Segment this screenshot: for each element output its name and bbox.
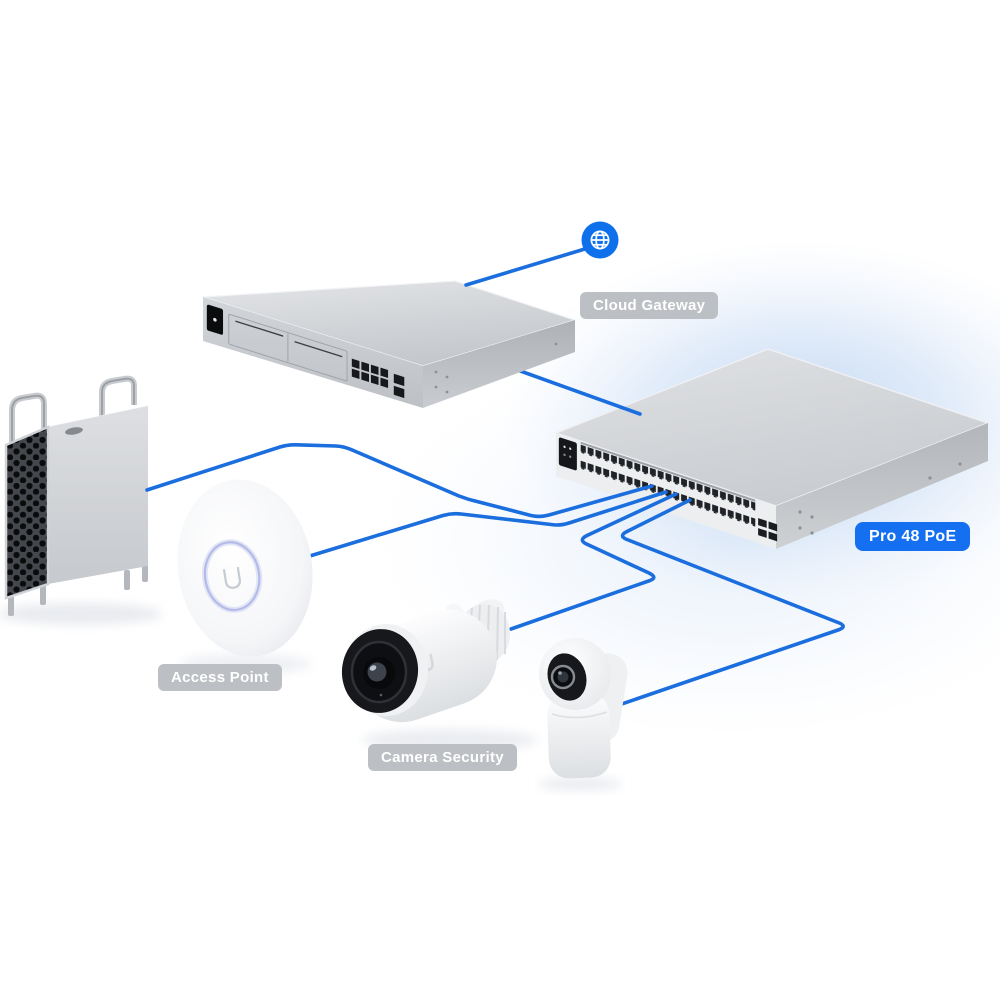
cable-switch-access-point [298, 490, 668, 561]
access-point-dome [177, 479, 313, 657]
bullet-camera-lens-glass [367, 662, 387, 682]
switch-sfp-port [758, 528, 767, 538]
cable-switch-bullet-camera [509, 492, 678, 631]
gateway-sfp-port [393, 385, 405, 399]
tower-foot [142, 562, 148, 582]
cloud-gateway-device [202, 280, 578, 408]
pan-camera-device [539, 638, 628, 779]
pan-camera-lens-highlight [558, 671, 562, 675]
workstation-tower [4, 375, 149, 616]
tower-foot [8, 596, 14, 616]
tower-top-vent [65, 427, 83, 435]
gateway-ports [351, 358, 405, 399]
pan-camera-seam [551, 711, 608, 719]
camera-security-label: Camera Security [368, 744, 517, 771]
ubiquiti-u-logo [222, 566, 241, 589]
cable-switch-pan-camera [608, 498, 845, 710]
tower-grille-face [4, 425, 50, 600]
access-point-label: Access Point [158, 664, 282, 691]
switch-screws [798, 462, 962, 535]
tower-handle-left-shade [11, 394, 45, 447]
globe-icon [581, 221, 619, 259]
gateway-front-details [206, 304, 405, 399]
gateway-screws [434, 342, 558, 394]
switch-right-face [776, 423, 988, 549]
cable-gateway-switch [510, 366, 642, 416]
tower-foot [40, 585, 46, 605]
switch-sfp-port [768, 531, 778, 542]
cloud-gateway-label: Cloud Gateway [580, 292, 719, 319]
bullet-camera-device [341, 599, 510, 723]
access-point-led-ring [203, 541, 261, 612]
gateway-sfp-port [393, 373, 405, 387]
cables [145, 243, 845, 710]
cable-switch-workstation [145, 442, 654, 519]
access-point-device [177, 479, 313, 657]
switch-sfp-port [758, 518, 767, 528]
pro-48-poe-label: Pro 48 PoE [855, 522, 971, 551]
tower-foot [124, 570, 130, 590]
switch-display [558, 437, 577, 471]
tower-handle-right-shade [101, 377, 135, 420]
gateway-right-face [423, 320, 575, 408]
tower-side-face [48, 406, 148, 584]
switch-sfp-port [768, 521, 778, 532]
cable-internet-gateway [464, 243, 600, 287]
switch-front-details [558, 437, 778, 542]
pro-48-poe-switch [553, 348, 991, 549]
bullet-camera-lens-highlight [369, 665, 377, 671]
switch-port-bank [580, 443, 756, 535]
